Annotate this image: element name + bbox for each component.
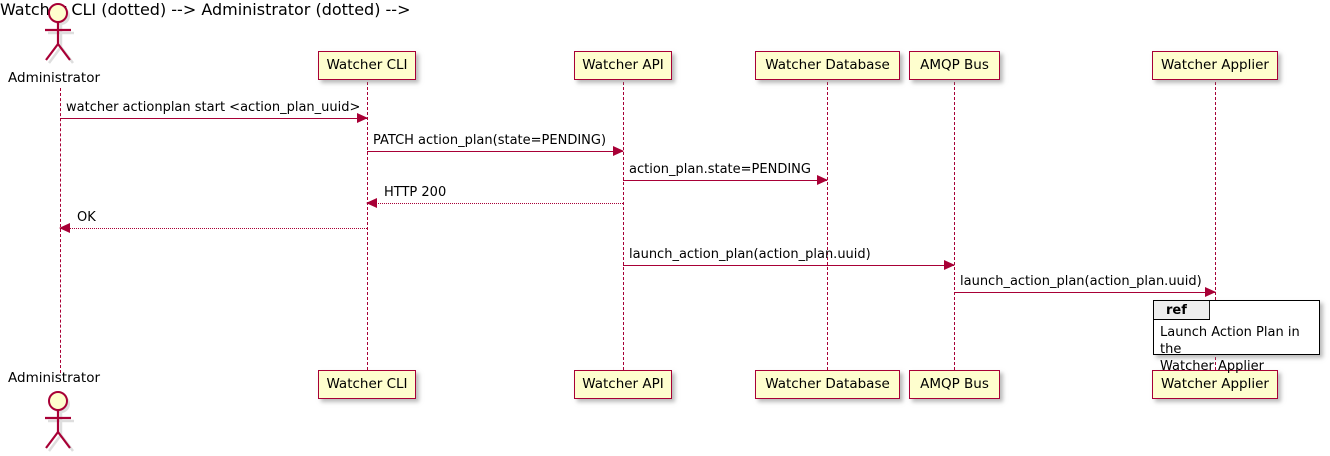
participant-box-watcher-database-bottom[interactable]: Watcher Database: [755, 370, 900, 399]
message-label-patch-action-plan: PATCH action_plan(state=PENDING): [373, 133, 607, 148]
message-line: [954, 292, 1215, 293]
arrowhead-right-icon: [817, 175, 828, 185]
arrowhead-right-icon: [1205, 287, 1216, 297]
message-line: [623, 265, 954, 266]
actor-administrator-bottom: [42, 390, 80, 454]
participant-box-amqp-bus-bottom[interactable]: AMQP Bus: [909, 370, 1000, 399]
participant-box-watcher-applier-bottom[interactable]: Watcher Applier: [1152, 370, 1278, 399]
lifeline-watcher-applier: [1215, 82, 1216, 370]
lifeline-watcher-api: [623, 82, 624, 370]
message-label-http-200: HTTP 200: [384, 185, 447, 200]
ref-fragment-tab-label: ref: [1166, 302, 1187, 318]
participant-box-watcher-cli-top[interactable]: Watcher CLI: [318, 51, 416, 80]
participant-label-watcher-applier-bottom: Watcher Applier: [1161, 375, 1269, 392]
message-line: [623, 180, 827, 181]
participant-label-watcher-cli-top: Watcher CLI: [326, 56, 408, 73]
participant-label-watcher-database-bottom: Watcher Database: [765, 375, 890, 392]
actor-label-administrator-top: Administrator: [8, 70, 101, 86]
message-label-launch-action-plan-bus-to-applier: launch_action_plan(action_plan.uuid): [960, 274, 1202, 289]
participant-box-amqp-bus-top[interactable]: AMQP Bus: [909, 51, 1000, 80]
message-line: [367, 203, 623, 204]
participant-label-watcher-applier-top: Watcher Applier: [1161, 56, 1269, 73]
participant-label-watcher-api-top: Watcher API: [582, 56, 664, 73]
lifeline-watcher-cli: [367, 82, 368, 370]
participant-label-amqp-bus-bottom: AMQP Bus: [920, 375, 989, 392]
ref-fragment-body: Launch Action Plan in the Watcher Applie…: [1154, 321, 1319, 375]
lifeline-watcher-database: [827, 82, 828, 370]
ref-fragment-tab: ref: [1154, 301, 1210, 320]
arrowhead-right-icon: [944, 260, 955, 270]
actor-label-administrator-bottom: Administrator: [8, 370, 101, 386]
message-label-launch-action-plan-api-to-bus: launch_action_plan(action_plan.uuid): [629, 247, 871, 262]
arrowhead-left-icon: [366, 198, 377, 208]
ref-fragment-launch-action-plan: ref Launch Action Plan in the Watcher Ap…: [1153, 300, 1320, 374]
actor-administrator-top: [42, 2, 80, 66]
message-line: [367, 151, 623, 152]
lifeline-amqp-bus: [954, 82, 955, 370]
arrowhead-right-icon: [613, 146, 624, 156]
message-line: [60, 228, 367, 229]
message-label-ok: OK: [77, 210, 96, 225]
message-line: [60, 118, 367, 119]
arrowhead-left-icon: [59, 223, 70, 233]
ref-fragment-fold-corner-icon: [1213, 301, 1225, 320]
participant-box-watcher-api-bottom[interactable]: Watcher API: [574, 370, 672, 399]
participant-box-watcher-applier-top[interactable]: Watcher Applier: [1152, 51, 1278, 80]
participant-label-watcher-database-top: Watcher Database: [765, 56, 890, 73]
participant-label-watcher-cli-bottom: Watcher CLI: [326, 375, 408, 392]
ref-fragment-body-line-1: Launch Action Plan in the: [1160, 325, 1300, 357]
participant-box-watcher-database-top[interactable]: Watcher Database: [755, 51, 900, 80]
participant-label-amqp-bus-top: AMQP Bus: [920, 56, 989, 73]
participant-box-watcher-api-top[interactable]: Watcher API: [574, 51, 672, 80]
participant-box-watcher-cli-bottom[interactable]: Watcher CLI: [318, 370, 416, 399]
ref-fragment-body-line-2: Watcher Applier: [1160, 359, 1264, 374]
participant-label-watcher-api-bottom: Watcher API: [582, 375, 664, 392]
message-label-watcher-actionplan-start: watcher actionplan start <action_plan_uu…: [66, 100, 361, 115]
arrowhead-right-icon: [357, 113, 368, 123]
message-label-action-plan-state-pending: action_plan.state=PENDING: [629, 162, 811, 177]
